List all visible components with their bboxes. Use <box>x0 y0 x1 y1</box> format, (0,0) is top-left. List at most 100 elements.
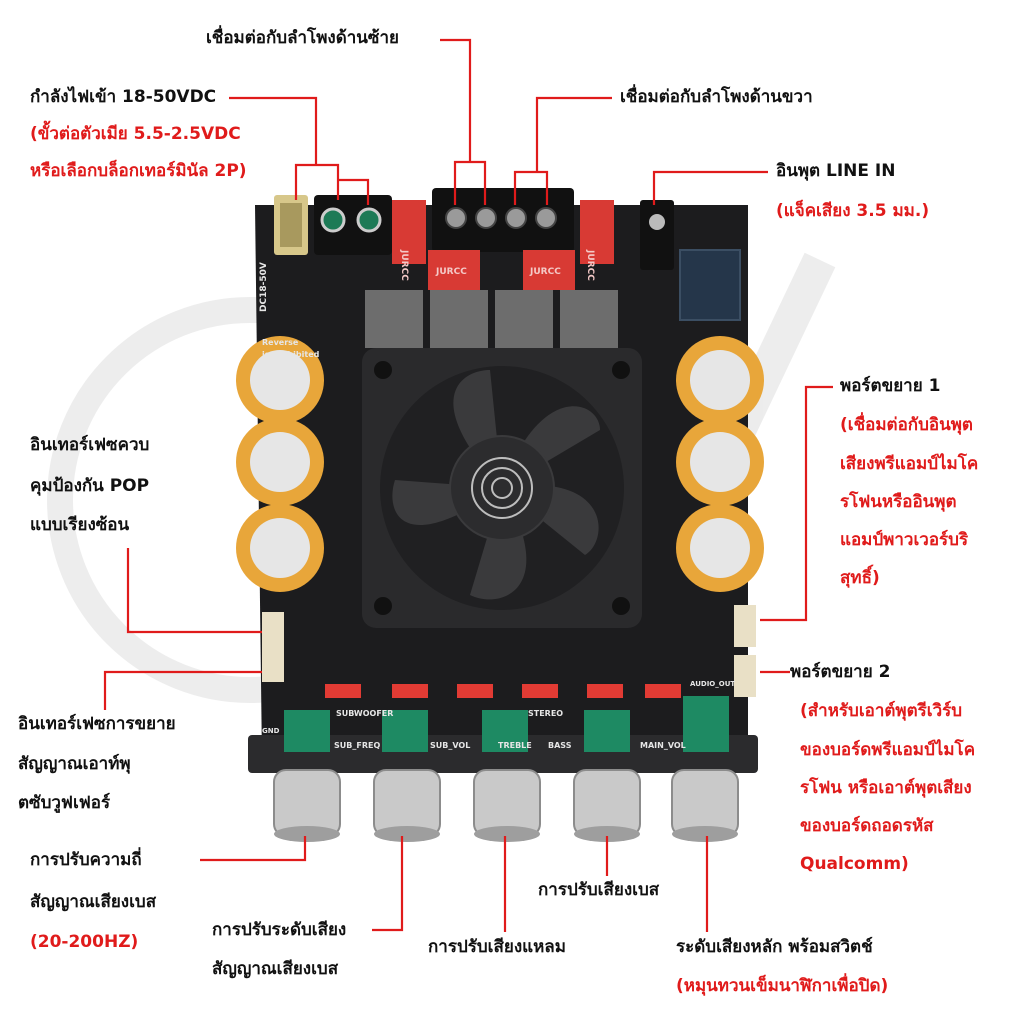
label-expansion-2-note-4: ของบอร์ดถอดรหัส <box>800 816 934 836</box>
label-pop-interface-2: คุมป้องกัน POP <box>30 476 150 496</box>
leader-lines <box>103 38 833 932</box>
relays <box>325 684 681 698</box>
capacitor <box>236 418 324 506</box>
silk-stereo: STEREO <box>528 709 563 718</box>
speaker-screws <box>445 207 557 229</box>
capacitors <box>236 336 764 592</box>
capacitor <box>676 418 764 506</box>
capacitor <box>236 504 324 592</box>
leader-sub-freq <box>200 836 307 862</box>
leader-speaker-left-fork <box>453 160 487 205</box>
jurcc-cap-3 <box>523 250 575 290</box>
jurcc-cap-right <box>580 200 614 264</box>
silk-bass: BASS <box>548 741 572 750</box>
expansion-port-2-connector <box>734 655 756 697</box>
silk-gnd: GND <box>262 727 280 735</box>
label-power-note-2: หรือเลือกบล็อกเทอร์มินัล 2P) <box>30 161 247 181</box>
line-in-jack <box>640 200 674 270</box>
leader-pop-interface <box>126 548 262 634</box>
silk-jurcc-right: JURCC <box>585 249 595 281</box>
silk-jurcc-left: JURCC <box>399 249 409 281</box>
leader-line-in <box>652 170 768 205</box>
label-expansion-1-note-1: (เชื่อมต่อกับอินพุต <box>840 415 973 435</box>
pop-interface-connector <box>262 612 284 682</box>
speaker-terminal-block <box>432 188 574 252</box>
potentiometers <box>284 696 729 752</box>
label-expansion-1-note-4: แอมป์พาวเวอร์บริ <box>840 530 969 550</box>
knob-treble <box>473 769 541 842</box>
leader-power-terminal <box>338 178 370 205</box>
silk-dc: DC18-50V <box>259 262 269 312</box>
leader-expansion-1 <box>760 385 833 622</box>
leader-sub-interface <box>103 670 262 710</box>
label-line-in: อินพุต LINE IN <box>776 161 896 181</box>
label-sub-vol-2: สัญญาณเสียงเบส <box>212 959 339 979</box>
capacitor <box>236 336 324 424</box>
capacitor <box>676 336 764 424</box>
label-expansion-1-note-5: สุทธิ์) <box>840 568 880 588</box>
label-sub-freq-note: (20-200HZ) <box>30 932 139 952</box>
label-expansion-1-note-3: รโฟนหรืออินพุต <box>840 492 957 512</box>
label-sub-interface-1: อินเทอร์เฟซการขยาย <box>18 714 176 734</box>
label-line-in-note: (แจ็คเสียง 3.5 มม.) <box>776 201 930 221</box>
inductors <box>365 290 618 348</box>
silk-main-vol: MAIN_VOL <box>640 741 686 750</box>
leader-speaker-right <box>535 96 612 172</box>
expansion-port-1-connector <box>734 605 756 647</box>
knob-sub-freq <box>273 769 341 842</box>
label-expansion-2-note-3: รโฟน หรือเอาต์พุตเสียง <box>800 778 972 798</box>
leader-power-fork <box>294 163 340 200</box>
label-expansion-2-note-1: (สำหรับเอาต์พุตรีเวิร์บ <box>800 701 963 721</box>
label-expansion-2: พอร์ตขยาย 2 <box>790 662 891 682</box>
silk-sub-freq: SUB_FREQ <box>334 741 380 750</box>
label-pop-interface-1: อินเทอร์เฟซควบ <box>30 435 150 455</box>
fan-logo <box>471 457 533 519</box>
jurcc-cap-2 <box>428 250 480 290</box>
leader-speaker-left <box>440 38 472 162</box>
label-speaker-left: เชื่อมต่อกับลำโพงด้านซ้าย <box>206 28 399 48</box>
leader-sub-vol <box>372 836 404 932</box>
jurcc-cap-left <box>392 200 426 264</box>
front-edge <box>248 735 758 773</box>
power-screw-2 <box>356 207 382 233</box>
silk-sub-vol: SUB_VOL <box>430 741 470 750</box>
silk-jurcc-2: JURCC <box>435 267 467 277</box>
fan-hub <box>449 435 555 541</box>
dc-jack-socket <box>280 203 302 247</box>
label-power-input: กำลังไฟเข้า 18-50VDC <box>30 87 217 107</box>
line-in-socket <box>649 214 665 230</box>
label-expansion-1-note-2: เสียงพรีแอมป์ไมโค <box>840 454 979 474</box>
label-sub-interface-2: สัญญาณเอาท์พุ <box>18 754 131 774</box>
label-pop-interface-3: แบบเรียงซ้อน <box>30 515 130 535</box>
label-sub-freq-1: การปรับความถี่ <box>30 850 142 870</box>
amplifier-board: DC18-50V JURCC JURCC JURCC JURCC Reverse… <box>236 188 764 842</box>
label-expansion-2-note-2: ของบอร์ดพรีแอมป์ไมโค <box>800 740 976 760</box>
silk-audio-out: AUDIO_OUT <box>690 680 735 688</box>
capacitor <box>676 504 764 592</box>
label-treble: การปรับเสียงแหลม <box>428 937 566 957</box>
label-main-vol-note: (หมุนทวนเข็มนาฬิกาเพื่อปิด) <box>676 976 889 996</box>
leader-power <box>229 96 318 165</box>
knob-sub-vol <box>373 769 441 842</box>
label-bass: การปรับเสียงเบส <box>538 880 660 900</box>
leader-speaker-right-fork <box>513 170 549 205</box>
label-main-vol: ระดับเสียงหลัก พร้อมสวิตช์ <box>676 937 873 957</box>
power-screw-1 <box>320 207 346 233</box>
label-expansion-1: พอร์ตขยาย 1 <box>840 376 941 396</box>
fan-screws <box>374 361 630 615</box>
label-power-note-1: (ขั้วต่อตัวเมีย 5.5-2.5VDC <box>30 124 241 144</box>
label-speaker-right: เชื่อมต่อกับลำโพงด้านขวา <box>620 87 813 107</box>
silk-subwoofer: SUBWOOFER <box>336 709 393 718</box>
silk-reverse: Reverse <box>262 338 299 347</box>
silk-jurcc-3: JURCC <box>529 267 561 277</box>
label-sub-interface-3: ตซับวูฟเฟอร์ <box>18 793 111 813</box>
silk-treble: TREBLE <box>498 741 532 750</box>
knob-bass <box>573 769 641 842</box>
label-expansion-2-note-5: Qualcomm) <box>800 854 909 874</box>
knob-main-vol <box>671 769 739 842</box>
bluetooth-module <box>679 249 741 321</box>
silk-prohibited: is prohibited <box>262 350 320 359</box>
knobs <box>273 769 739 842</box>
label-sub-vol-1: การปรับระดับเสียง <box>212 920 347 940</box>
